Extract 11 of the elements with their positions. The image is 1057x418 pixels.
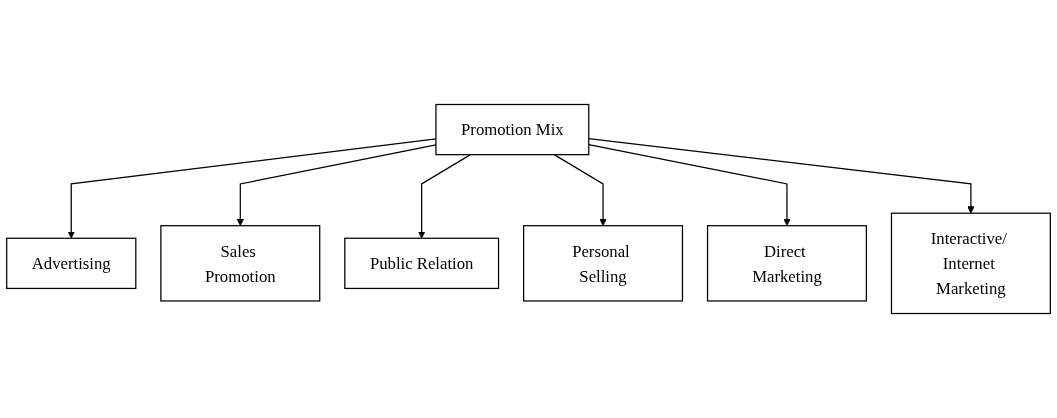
node-box: Direct Marketing (706, 225, 867, 302)
node-box: Advertising (6, 237, 137, 290)
arrow (553, 154, 607, 227)
node-box: Promotion Mix (435, 103, 590, 156)
arrow (588, 138, 975, 214)
node-box: Personal Selling (523, 225, 684, 302)
node-box: Public Relation (344, 237, 500, 290)
arrow (418, 154, 472, 239)
node-box: Interactive/ Internet Marketing (890, 212, 1051, 315)
node-box: Sales Promotion (160, 225, 321, 302)
arrow (588, 144, 791, 227)
